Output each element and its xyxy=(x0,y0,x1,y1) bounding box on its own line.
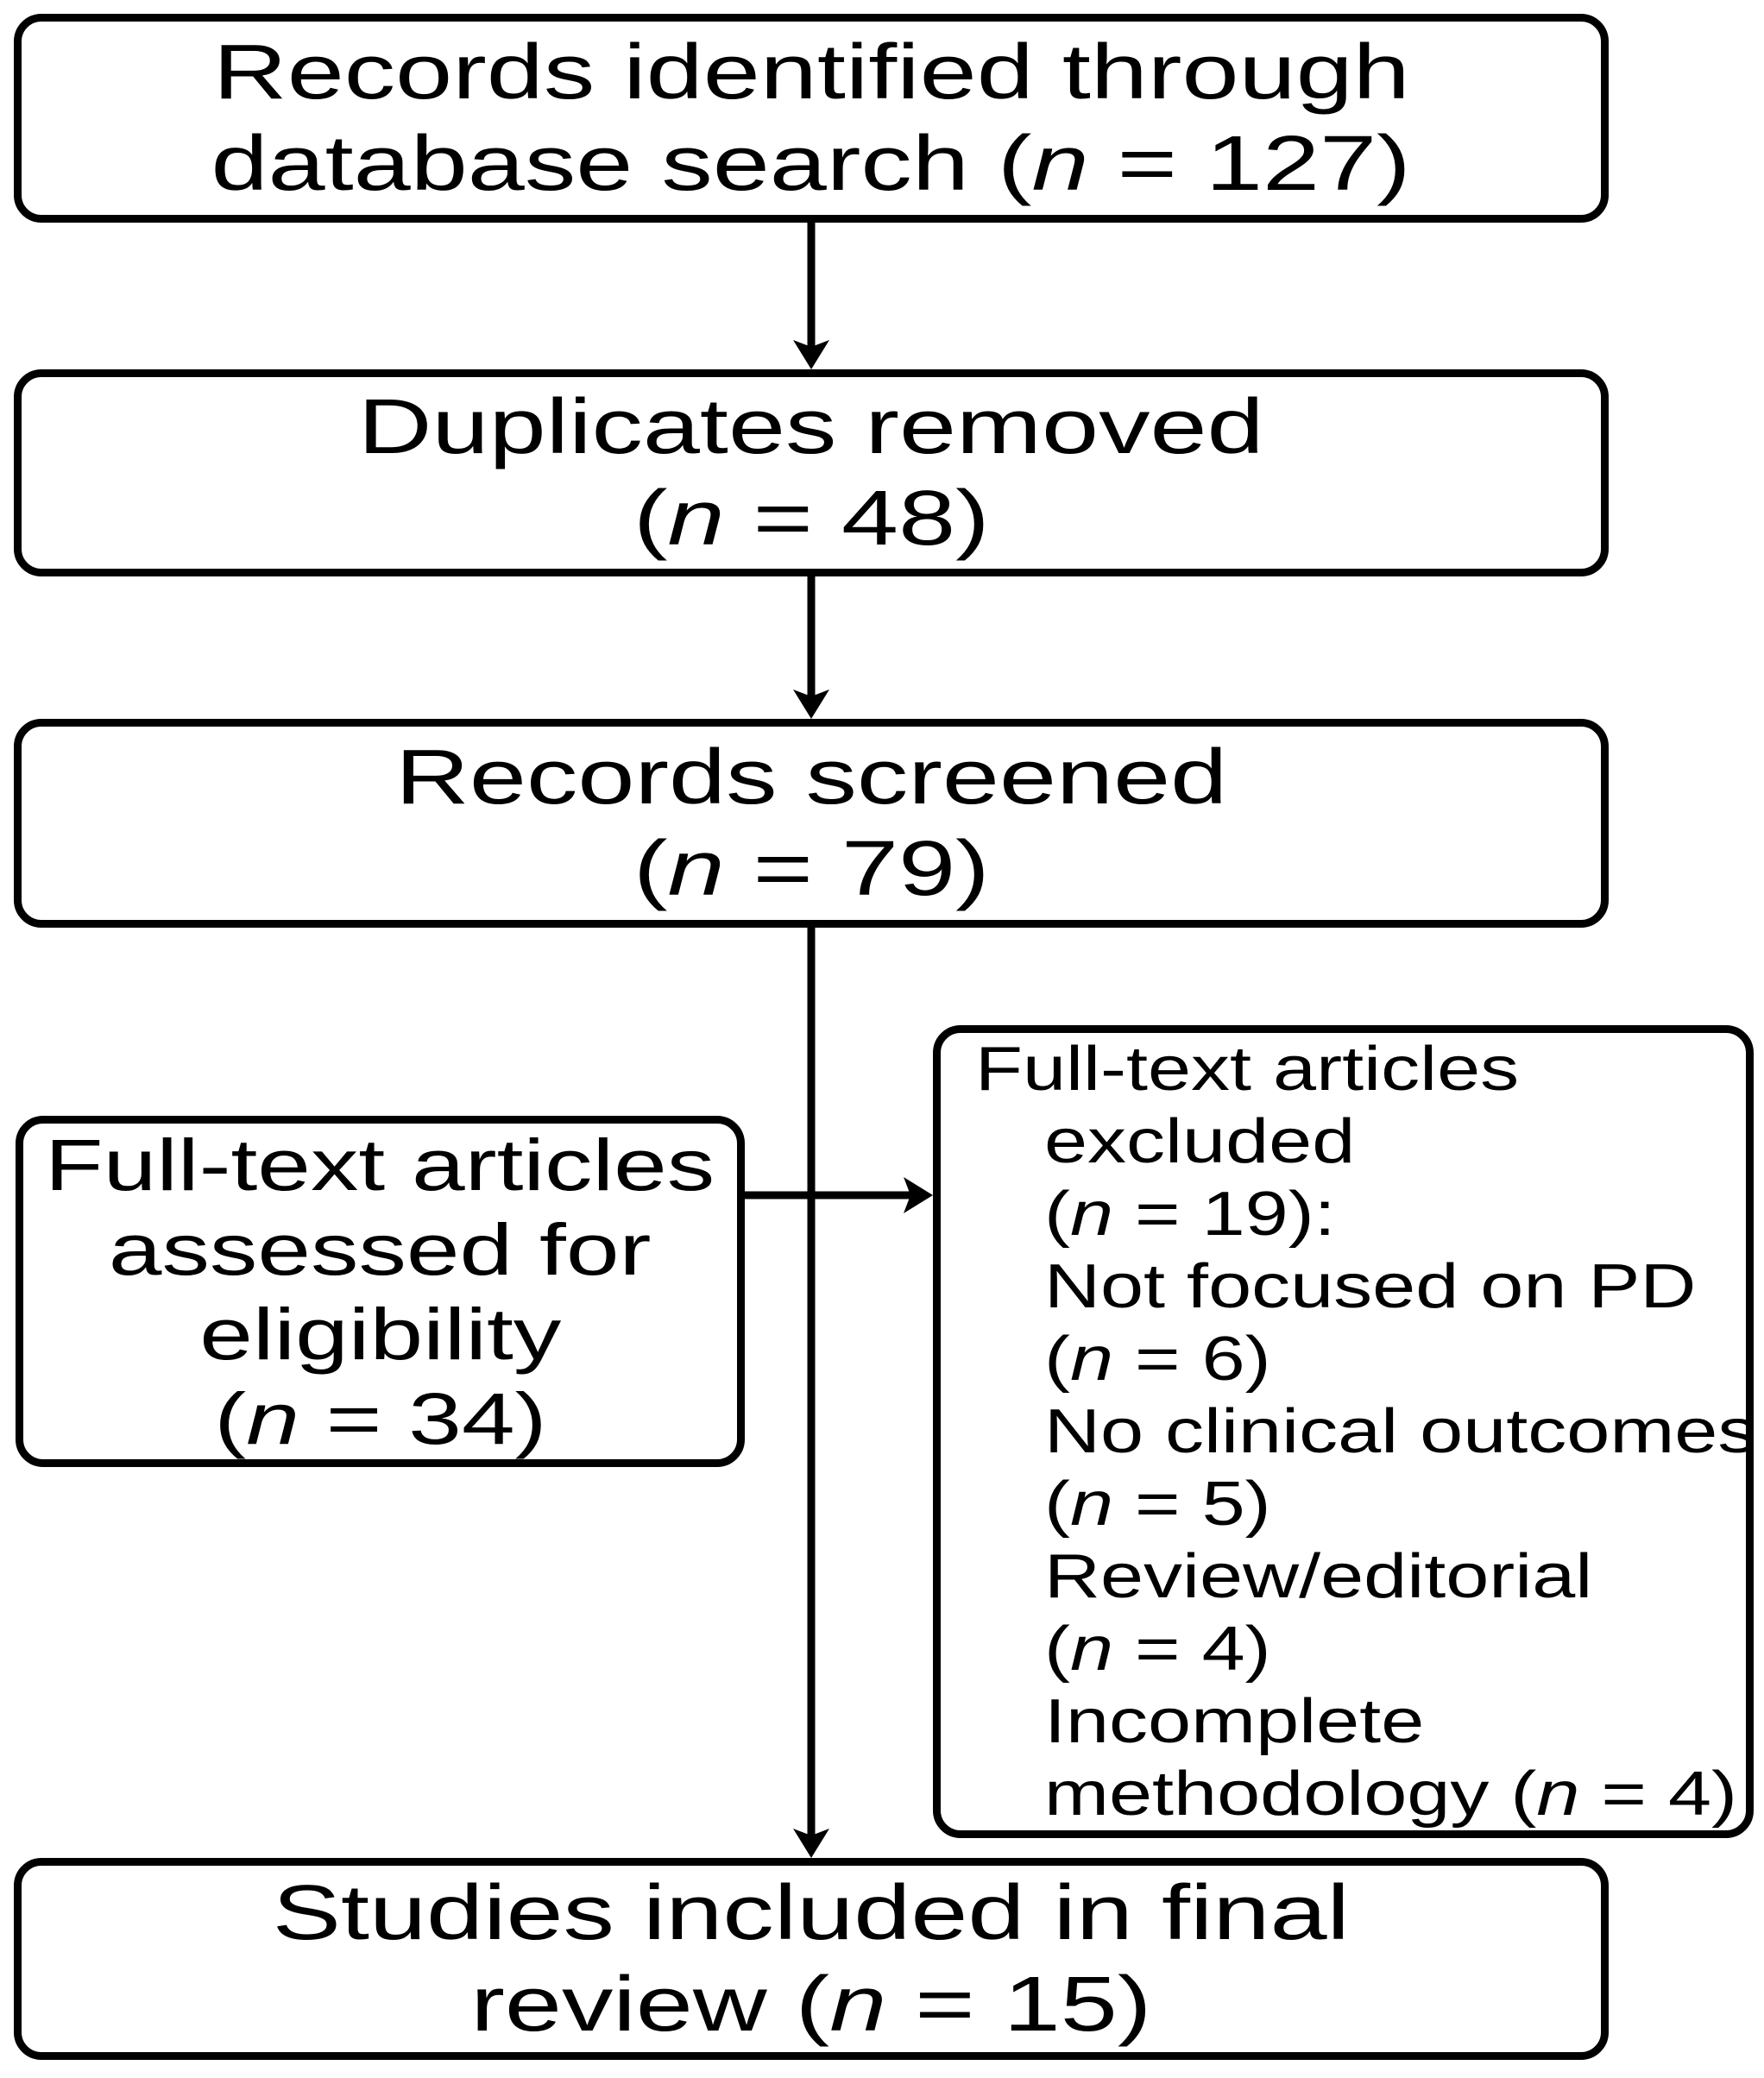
box-studies-included: Studies included in final review (n = 15… xyxy=(14,1858,1609,2060)
flow-text-line: (n = 79) xyxy=(633,826,990,912)
flow-text-line: (n = 4) xyxy=(1044,1615,1271,1684)
flow-text-line: Studies included in final xyxy=(272,1870,1351,1956)
box-fulltext-assessed: Full-text articles assessed for eligibil… xyxy=(16,1116,745,1467)
arrow-assessed-to-excluded xyxy=(745,1177,933,1213)
flow-text-line: eligibility xyxy=(198,1293,562,1375)
flow-text-line: methodology (n = 4) xyxy=(1044,1760,1737,1829)
flow-text-line: Records screened xyxy=(394,734,1228,821)
box-duplicates-removed: Duplicates removed (n = 48) xyxy=(14,369,1609,576)
flow-text-line: (n = 19): xyxy=(1044,1180,1336,1249)
flow-text-line: Full-text articles xyxy=(45,1124,715,1206)
arrow-duplicates-to-screened xyxy=(793,576,829,719)
flow-text-line: excluded xyxy=(1044,1107,1356,1176)
flow-text-line: (n = 48) xyxy=(633,475,990,562)
flow-text-line: No clinical outcomes xyxy=(1044,1397,1757,1466)
flow-text-line: (n = 5) xyxy=(1044,1470,1271,1539)
box-records-screened: Records screened (n = 79) xyxy=(14,719,1609,928)
arrowhead-down-icon xyxy=(793,1829,829,1858)
flow-text-line: database search (n = 127) xyxy=(211,121,1412,207)
flow-text-line: Duplicates removed xyxy=(358,384,1264,470)
flow-text-line: (n = 6) xyxy=(1044,1325,1271,1394)
arrow-identified-to-duplicates xyxy=(793,223,829,369)
box-records-identified: Records identified through database sear… xyxy=(14,14,1609,223)
flow-text-line: review (n = 15) xyxy=(470,1962,1152,2048)
arrowhead-down-icon xyxy=(793,340,829,369)
flow-text-line: Not focused on PD xyxy=(1044,1252,1697,1321)
flow-text-line: Review/editorial xyxy=(1044,1542,1593,1611)
flow-text-line: assessed for xyxy=(109,1208,652,1290)
flow-text-line: Incomplete xyxy=(1044,1687,1425,1756)
box-fulltext-excluded: Full-text articles excluded (n = 19): No… xyxy=(933,1025,1757,1838)
flow-text-line: Full-text articles xyxy=(975,1035,1520,1104)
flow-text-line: (n = 34) xyxy=(213,1377,547,1459)
arrowhead-right-icon xyxy=(904,1177,933,1213)
arrowhead-down-icon xyxy=(793,690,829,719)
arrow-screened-to-included xyxy=(793,928,829,1858)
flow-text-line: Records identified through xyxy=(212,29,1410,116)
